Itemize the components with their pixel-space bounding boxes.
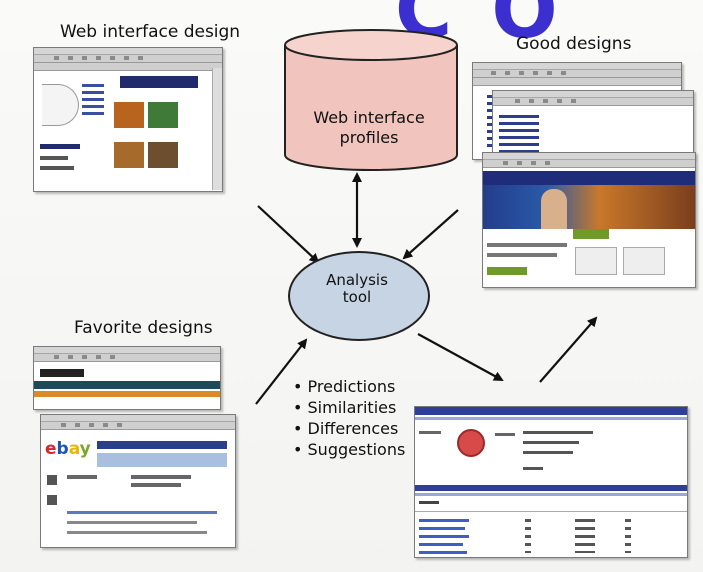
label-favorite-designs: Favorite designs bbox=[74, 318, 213, 338]
report-smiley-icon bbox=[457, 429, 485, 457]
output-item: • Differences bbox=[293, 419, 399, 438]
good-design-screenshot-middle bbox=[492, 90, 694, 160]
analysis-report-screenshot bbox=[414, 406, 688, 558]
analysis-tool-ellipse bbox=[288, 251, 430, 341]
arrow-web-to-tool bbox=[257, 205, 320, 264]
web-interface-screenshot bbox=[33, 47, 223, 192]
output-list: • Predictions • Similarities • Differenc… bbox=[293, 376, 405, 460]
profiles-database-shape bbox=[284, 29, 458, 171]
analysis-tool-label: Analysis tool bbox=[288, 272, 426, 306]
output-item: • Similarities bbox=[293, 398, 397, 417]
favorite-design-screenshot-front: ebay bbox=[40, 414, 236, 548]
analysis-tool-line1: Analysis bbox=[326, 271, 388, 289]
output-item: • Predictions bbox=[293, 377, 396, 396]
good-design-screenshot-front bbox=[482, 152, 696, 288]
arrow-report-to-good bbox=[539, 316, 598, 383]
favorite-design-screenshot-back bbox=[33, 346, 221, 410]
profiles-database-label: Web interface profiles bbox=[282, 108, 456, 148]
output-item: • Suggestions bbox=[293, 440, 406, 459]
profiles-database-line1: Web interface bbox=[313, 108, 425, 127]
label-good-designs: Good designs bbox=[516, 34, 632, 54]
label-web-interface-design: Web interface design bbox=[60, 22, 241, 42]
arrow-tool-to-report bbox=[417, 333, 504, 381]
arrow-favorite-to-tool bbox=[255, 338, 308, 405]
analysis-tool-line2: tool bbox=[342, 288, 372, 306]
profiles-database-line2: profiles bbox=[339, 128, 399, 147]
arrow-good-to-tool bbox=[402, 209, 459, 260]
